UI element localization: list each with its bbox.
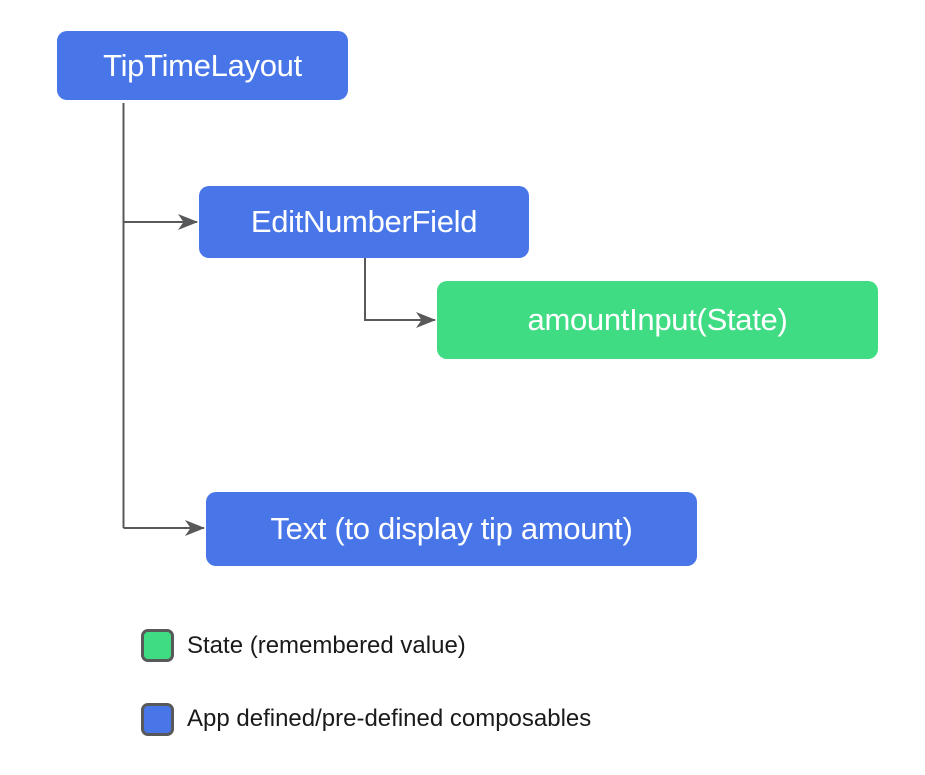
node-amountinput-state: amountInput(State) bbox=[437, 281, 878, 359]
node-editnumberfield: EditNumberField bbox=[199, 186, 529, 258]
legend-item-state: State (remembered value) bbox=[141, 629, 466, 662]
legend-label-composables: App defined/pre-defined composables bbox=[187, 705, 592, 732]
node-label: Text (to display tip amount) bbox=[270, 511, 633, 546]
node-label: EditNumberField bbox=[250, 204, 478, 239]
legend-label-state: State (remembered value) bbox=[187, 631, 466, 659]
node-text-display-tip-amount: Text (to display tip amount) bbox=[206, 492, 697, 566]
legend-color-swatch-state bbox=[141, 629, 174, 662]
node-label: TipTimeLayout bbox=[103, 47, 302, 83]
legend-item-composables: App defined/pre-defined composables bbox=[141, 702, 592, 736]
node-label: amountInput(State) bbox=[527, 302, 788, 337]
legend-color-swatch-composable bbox=[141, 702, 174, 736]
node-tiptimelayout: TipTimeLayout bbox=[57, 31, 348, 100]
connector-arrow-amountinput bbox=[364, 258, 436, 328]
